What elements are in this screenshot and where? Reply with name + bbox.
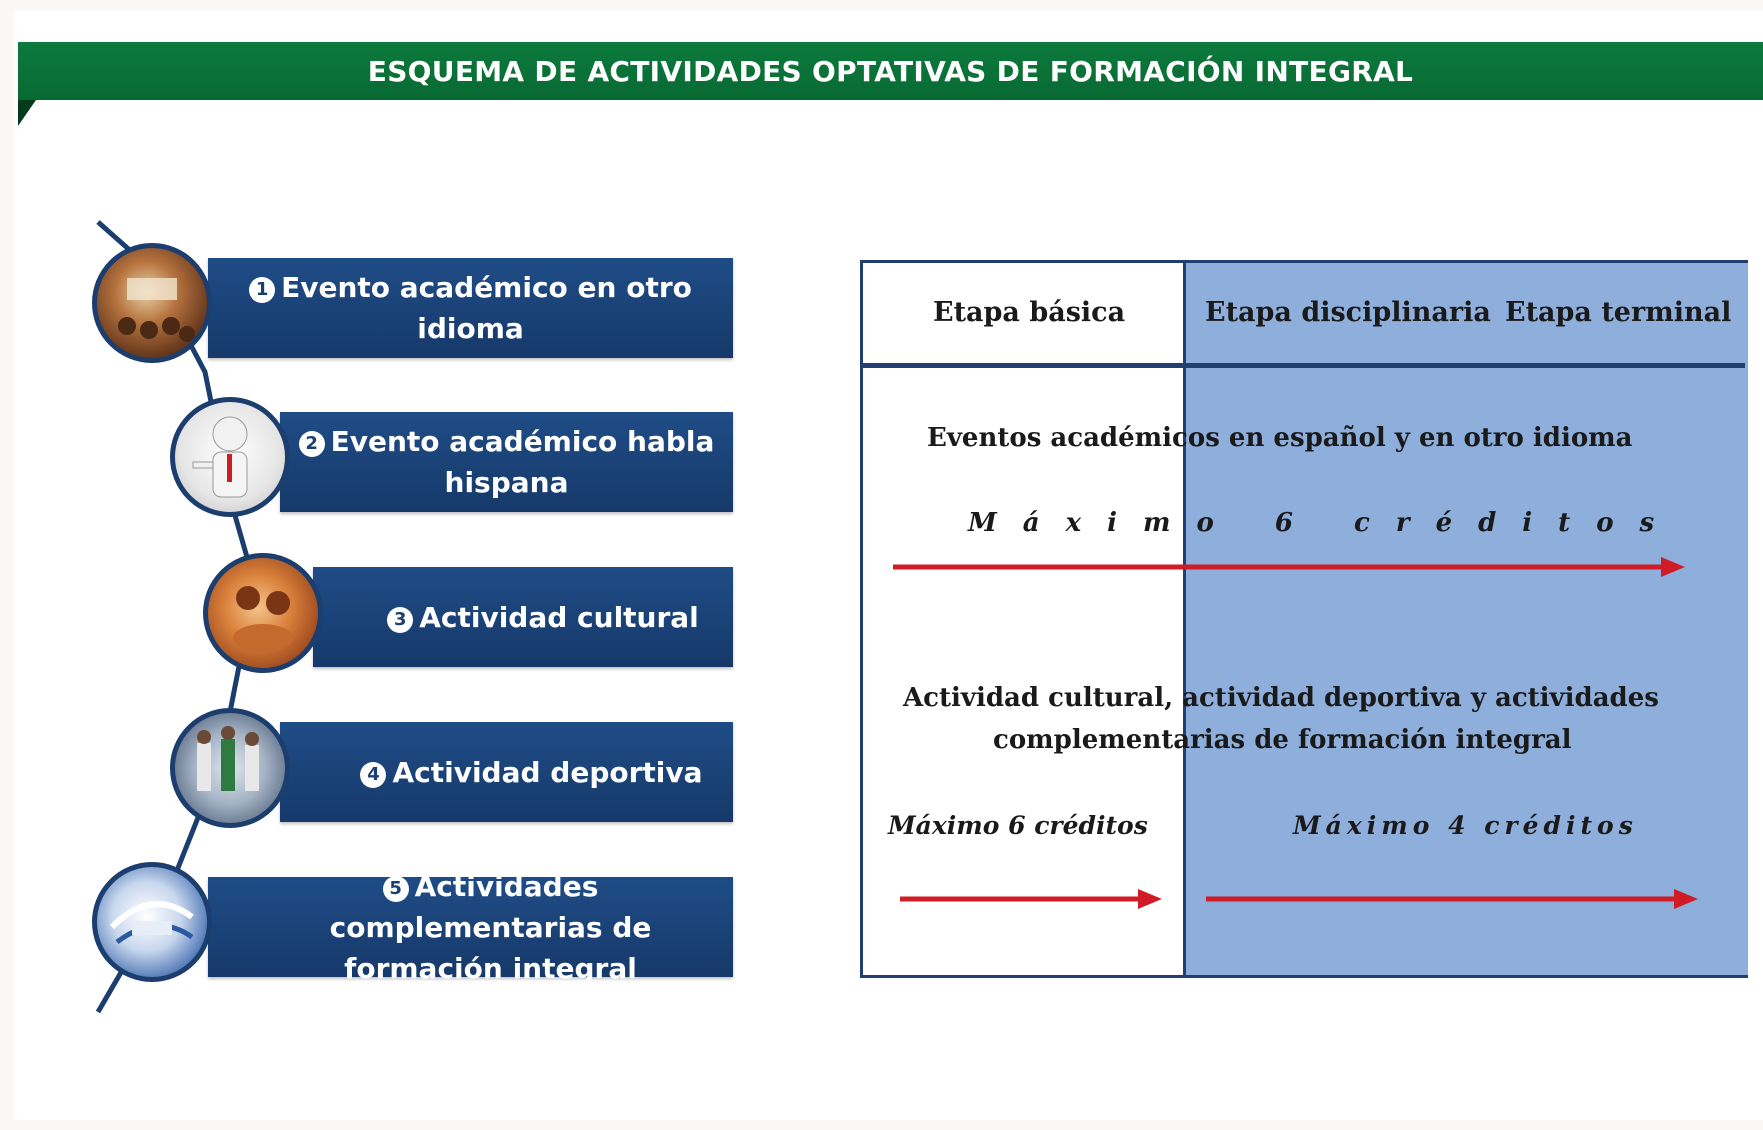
- page-title: ESQUEMA DE ACTIVIDADES OPTATIVAS DE FORM…: [367, 54, 1414, 88]
- credits-table: Etapa básica Etapa disciplinaria Etapa t…: [860, 260, 1748, 978]
- speaker-figure-icon: [170, 397, 290, 517]
- row1-arrow: [893, 557, 1685, 577]
- sports-photo-icon: [170, 708, 290, 828]
- row2-arrow-basic: [900, 889, 1162, 909]
- complementary-activities-globe-icon: [92, 862, 212, 982]
- activity-4-label: Actividad deportiva: [392, 755, 703, 789]
- row2-description-line1: Actividad cultural, actividad deportiva …: [903, 683, 1659, 713]
- number-badge-2: 2: [298, 431, 325, 457]
- row2-limit-other: Máximo 4 créditos: [1293, 811, 1638, 840]
- row1-limit: Máximo 6 créditos: [968, 508, 1681, 538]
- activity-2-label: Evento académico habla hispana: [330, 425, 715, 499]
- number-badge-5: 5: [382, 875, 409, 902]
- header-etapa-terminal: Etapa terminal: [1505, 297, 1732, 328]
- shaded-columns: [1186, 263, 1748, 975]
- activity-5-label: Actividades complementarias de formación…: [329, 869, 652, 985]
- row1-description: Eventos académicos en español y en otro …: [927, 423, 1633, 453]
- number-badge-4: 4: [360, 761, 387, 788]
- number-badge-1: 1: [249, 277, 276, 303]
- event-foreign-photo-icon: [92, 243, 212, 363]
- header-divider: [863, 363, 1745, 368]
- title-banner: ESQUEMA DE ACTIVIDADES OPTATIVAS DE FORM…: [18, 42, 1763, 100]
- header-etapa-basica: Etapa básica: [933, 297, 1126, 328]
- row2-limit-basic: Máximo 6 créditos: [888, 811, 1148, 840]
- number-badge-3: 3: [387, 606, 414, 633]
- banner-tab: [18, 100, 36, 126]
- activity-3-label: Actividad cultural: [419, 600, 699, 634]
- row2-arrow-other: [1206, 889, 1698, 909]
- column-divider: [1183, 263, 1186, 975]
- cultural-activity-photo-icon: [203, 553, 323, 673]
- row2-description-line2: complementarias de formación integral: [993, 725, 1572, 755]
- header-etapa-disciplinaria: Etapa disciplinaria: [1205, 297, 1491, 328]
- activity-1-label: Evento académico en otro idioma: [281, 271, 692, 345]
